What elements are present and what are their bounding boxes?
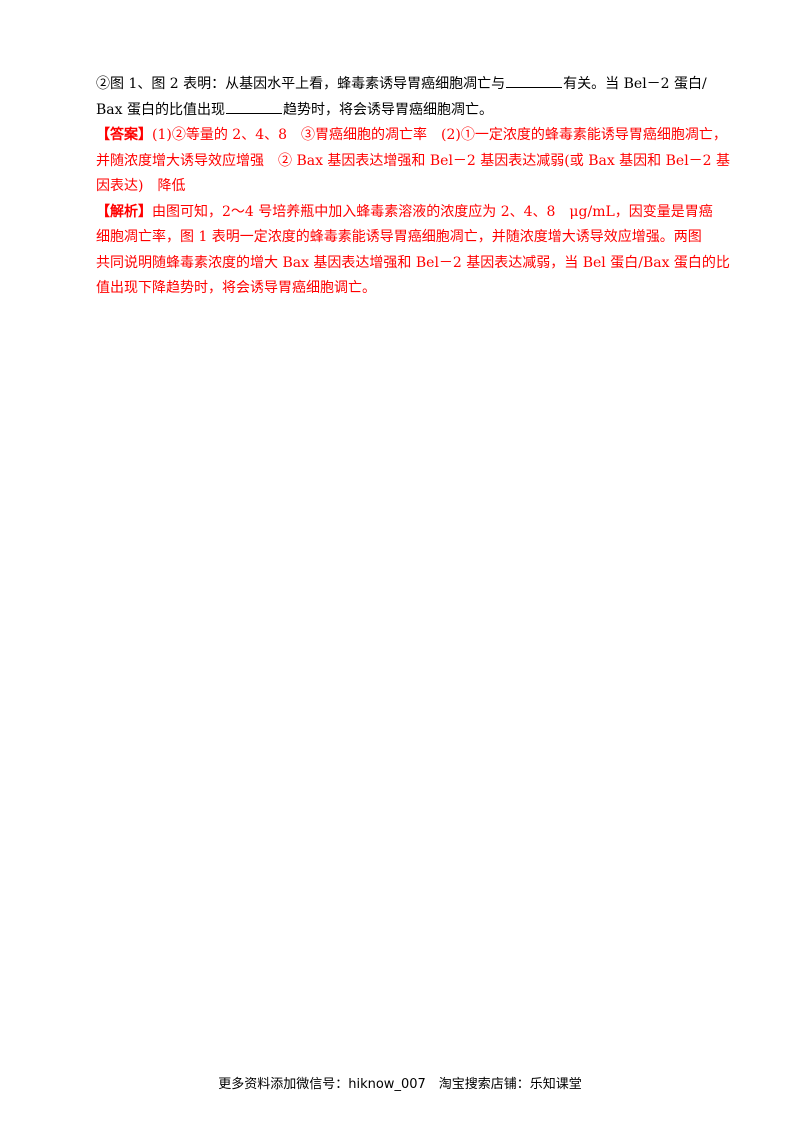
- analysis-text: 共同说明随蜂毒素浓度的增大 Bax 基因表达增强和 Bel－2 基因表达减弱，当…: [96, 254, 730, 271]
- answer-tag: 【答案】: [96, 127, 152, 143]
- document-page: ②图 1、图 2 表明：从基因水平上看，蜂毒素诱导胃癌细胞凋亡与 有关。当 Bel…: [96, 72, 730, 302]
- question-line-1: ②图 1、图 2 表明：从基因水平上看，蜂毒素诱导胃癌细胞凋亡与 有关。当 Bel…: [96, 72, 708, 98]
- analysis-line-4: 值出现下降趋势时，将会诱导胃癌细胞调亡。: [96, 276, 708, 302]
- question-text: 有关。当 Bel－2 蛋白/: [563, 76, 707, 92]
- answer-line-1: 【答案】(1)②等量的 2、4、8 ③胃癌细胞的凋亡率 (2)①一定浓度的蜂毒素…: [96, 123, 727, 149]
- question-text: ②图 1、图 2 表明：从基因水平上看，蜂毒素诱导胃癌细胞凋亡与: [96, 76, 506, 92]
- answer-blank-2: [225, 99, 282, 114]
- answer-blank-1: [506, 73, 563, 88]
- question-text: Bax 蛋白的比值出现: [96, 101, 225, 118]
- analysis-text: 由图可知，2～4 号培养瓶中加入蜂毒素溶液的浓度应为 2、4、8 μg/mL，因…: [152, 203, 713, 220]
- analysis-text: 值出现下降趋势时，将会诱导胃癌细胞调亡。: [96, 280, 376, 296]
- answer-text: (1)②等量的 2、4、8 ③胃癌细胞的凋亡率 (2)①一定浓度的蜂毒素能诱导胃…: [152, 127, 727, 143]
- analysis-line-1: 【解析】由图可知，2～4 号培养瓶中加入蜂毒素溶液的浓度应为 2、4、8 μg/…: [96, 200, 713, 226]
- answer-line-2: 并随浓度增大诱导效应增强 ② Bax 基因表达增强和 Bel－2 基因表达减弱(…: [96, 149, 730, 175]
- page-footer: 更多资料添加微信号：hiknow_007 淘宝搜索店铺：乐知课堂: [218, 1077, 582, 1092]
- question-text: 趋势时，将会诱导胃癌细胞凋亡。: [282, 101, 493, 118]
- answer-text: 并随浓度增大诱导效应增强 ② Bax 基因表达增强和 Bel－2 基因表达减弱(…: [96, 152, 731, 169]
- analysis-line-2: 细胞凋亡率，图 1 表明一定浓度的蜂毒素能诱导胃癌细胞凋亡，并随浓度增大诱导效应…: [96, 225, 708, 251]
- analysis-tag: 【解析】: [96, 203, 152, 220]
- question-line-2: Bax 蛋白的比值出现 趋势时，将会诱导胃癌细胞凋亡。: [96, 98, 708, 124]
- answer-text: 因表达) 降低: [96, 178, 186, 194]
- answer-line-3: 因表达) 降低: [96, 174, 708, 200]
- analysis-text: 细胞凋亡率，图 1 表明一定浓度的蜂毒素能诱导胃癌细胞凋亡，并随浓度增大诱导效应…: [96, 229, 702, 245]
- analysis-line-3: 共同说明随蜂毒素浓度的增大 Bax 基因表达增强和 Bel－2 基因表达减弱，当…: [96, 251, 730, 277]
